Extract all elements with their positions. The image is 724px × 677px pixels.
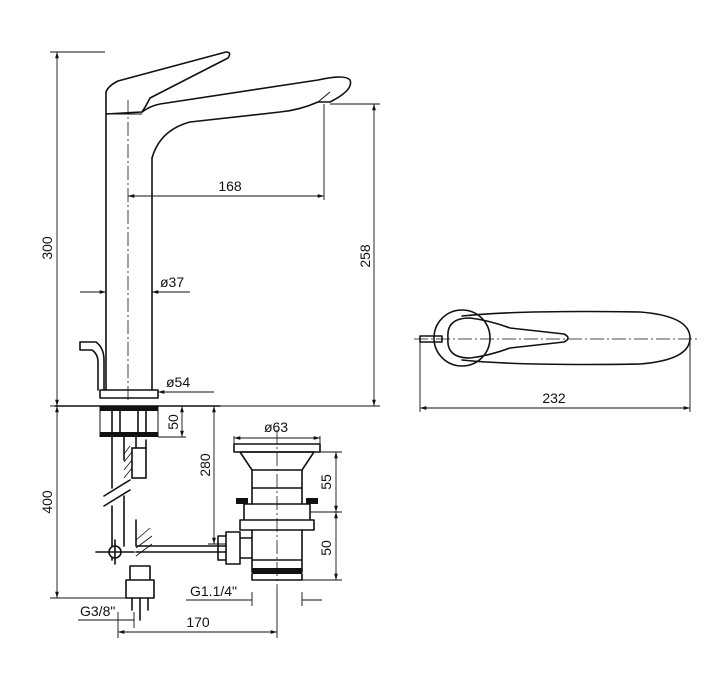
dim-waste-diameter: ø63 bbox=[264, 419, 288, 435]
top-view-spout bbox=[461, 310, 691, 366]
dim-supply-length: 400 bbox=[39, 490, 55, 514]
dim-waste-thread: G1.1/4" bbox=[190, 583, 237, 599]
supply-nut bbox=[125, 565, 155, 599]
fixing-studs bbox=[111, 410, 147, 433]
top-view-base-circle bbox=[433, 309, 491, 367]
spout-outlet-line bbox=[317, 91, 331, 103]
dim-spout-height: 258 bbox=[357, 244, 373, 268]
faucet-handle bbox=[105, 51, 231, 115]
top-view-rod bbox=[419, 335, 443, 343]
break-line-upper bbox=[103, 479, 131, 507]
dim-deck-thickness: 50 bbox=[165, 414, 181, 430]
hose-connector bbox=[131, 447, 147, 479]
faucet-side-view bbox=[54, 51, 352, 621]
pop-up-rod bbox=[79, 341, 105, 391]
waste-nut bbox=[239, 503, 315, 531]
dim-reach: 168 bbox=[218, 178, 242, 194]
faucet-base bbox=[99, 389, 159, 399]
dim-height-total: 300 bbox=[39, 236, 55, 260]
dim-waste-lower: 50 bbox=[318, 540, 334, 556]
supply-hose bbox=[111, 436, 147, 489]
dim-waste-depth: 280 bbox=[197, 453, 213, 477]
fixing-plate-bottom bbox=[100, 432, 158, 437]
faucet-top-view bbox=[414, 309, 700, 367]
waste-side-connector bbox=[217, 531, 253, 565]
dim-supply-thread: G3/8" bbox=[80, 603, 115, 619]
dim-base-diameter: ø54 bbox=[166, 374, 190, 390]
faucet-spout bbox=[141, 76, 352, 159]
dim-waste-upper: 55 bbox=[318, 474, 334, 490]
waste-body-upper bbox=[251, 469, 303, 505]
dim-supply-to-waste: 170 bbox=[186, 614, 210, 630]
top-view-handle bbox=[447, 317, 569, 359]
waste-body-lower bbox=[251, 529, 303, 573]
fixing-plate-top bbox=[100, 406, 158, 411]
dim-top-view-length: 232 bbox=[542, 390, 566, 406]
waste-assembly bbox=[217, 430, 321, 590]
faucet-body bbox=[105, 113, 153, 391]
dim-body-diameter: ø37 bbox=[160, 274, 184, 290]
hose-hatching bbox=[123, 445, 133, 479]
dimension-lines bbox=[50, 51, 691, 638]
